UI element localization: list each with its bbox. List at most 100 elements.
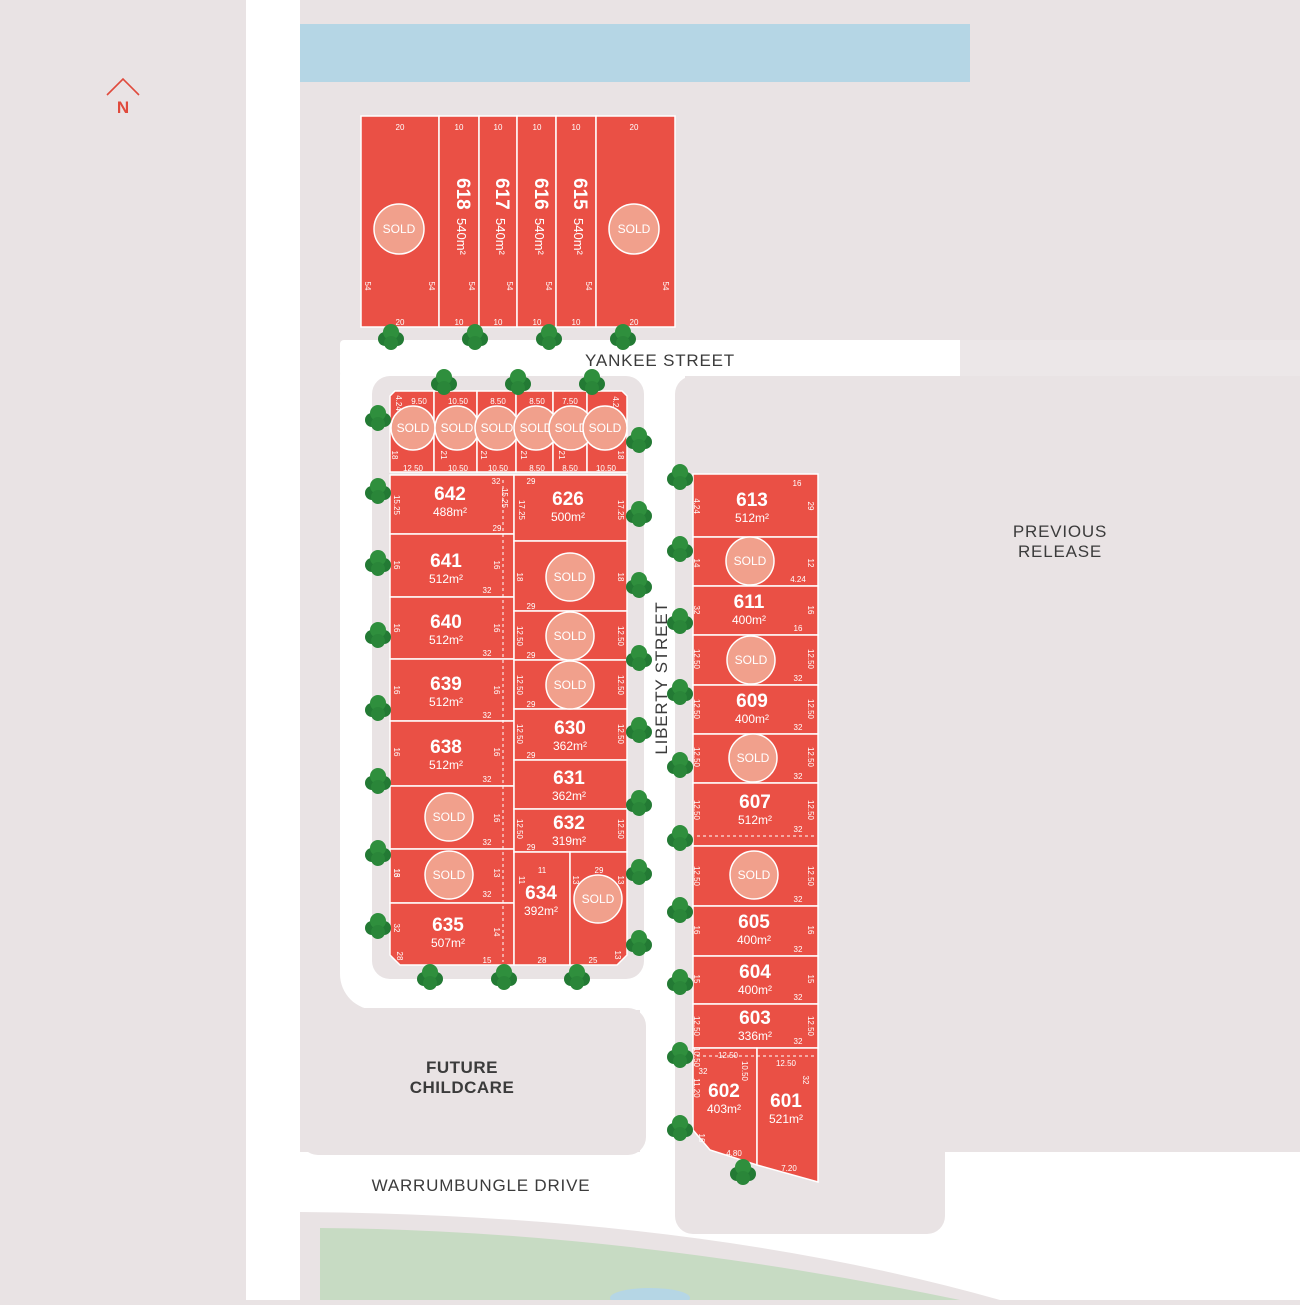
dimension-label: 15 [806, 975, 815, 984]
dimension-label: 16 [806, 606, 815, 615]
dimension-label: 32 [483, 838, 492, 847]
lot-parcel[interactable] [438, 115, 480, 328]
dimension-label: 29 [527, 843, 536, 852]
dimension-label: 32 [492, 477, 501, 486]
sold-label: SOLD [738, 868, 771, 882]
lot-number: 630 [554, 718, 586, 739]
sold-badge: SOLD [545, 660, 595, 710]
lot-area: 336m² [738, 1029, 772, 1043]
dimension-label: 32 [483, 890, 492, 899]
tree-icon [626, 572, 652, 598]
sold-badge: SOLD [390, 405, 436, 451]
dimension-label: 32 [794, 825, 803, 834]
lot-parcel[interactable] [516, 115, 557, 328]
lot-parcel[interactable] [513, 759, 628, 810]
lot-parcel[interactable] [756, 1047, 819, 1183]
lot-number: 639 [430, 674, 462, 695]
map-fade [960, 340, 1300, 376]
lot-area: 403m² [707, 1102, 741, 1116]
dimension-label: 16 [492, 814, 501, 823]
dimension-label: 16 [492, 624, 501, 633]
yankee-street-label: YANKEE STREET [585, 351, 735, 370]
tree-icon [365, 840, 391, 866]
lot-parcel[interactable] [389, 474, 515, 535]
lot-parcel[interactable] [692, 905, 819, 957]
lot-parcel[interactable] [692, 585, 819, 636]
dimension-label: 54 [467, 282, 476, 291]
lot-number: 605 [738, 912, 770, 933]
lot-parcel[interactable] [389, 658, 515, 722]
dimension-label: 12.50 [515, 724, 524, 745]
sold-label: SOLD [554, 678, 587, 692]
dimension-label: 32 [794, 674, 803, 683]
sold-badge: SOLD [725, 536, 775, 586]
dimension-label: 12.50 [692, 699, 701, 720]
dimension-label: 10 [572, 318, 581, 327]
tree-icon [667, 825, 693, 851]
tree-icon [505, 369, 531, 395]
lot-parcel[interactable] [692, 684, 819, 735]
sold-badge: SOLD [424, 792, 474, 842]
lot-parcel[interactable] [692, 782, 819, 847]
lot-parcel[interactable] [692, 1003, 819, 1049]
dimension-label: 17.25 [616, 500, 625, 521]
dimension-label: 9.50 [411, 397, 427, 406]
lot-area: 488m² [433, 505, 467, 519]
dimension-label: 20 [630, 123, 639, 132]
dimension-label: 21 [479, 451, 488, 460]
sold-badge: SOLD [513, 405, 559, 451]
lot-parcel[interactable] [389, 533, 515, 598]
tree-icon [365, 695, 391, 721]
lot-area: 540m² [532, 218, 547, 256]
lot-parcel[interactable] [692, 955, 819, 1005]
dimension-label: 10 [455, 123, 464, 132]
lot-area: 512m² [429, 758, 463, 772]
tree-icon [667, 969, 693, 995]
dimension-label: 16 [492, 748, 501, 757]
dimension-label: 16 [392, 748, 401, 757]
lot-parcel[interactable] [513, 708, 628, 761]
lot-parcel[interactable] [389, 596, 515, 660]
lot-parcel[interactable] [513, 851, 571, 966]
sold-label: SOLD [397, 421, 430, 435]
dimension-label: 54 [661, 282, 670, 291]
dimension-label: 12.50 [692, 1016, 701, 1037]
dimension-label: 8.50 [529, 397, 545, 406]
lot-number: 601 [770, 1091, 802, 1112]
lot-area: 400m² [737, 933, 771, 947]
dimension-label: 12.50 [692, 800, 701, 821]
tree-icon [365, 405, 391, 431]
dimension-label: 29 [527, 602, 536, 611]
lot-parcel[interactable] [389, 720, 515, 787]
lot-parcel[interactable] [692, 1047, 758, 1167]
dimension-label: 4.24 [611, 396, 620, 412]
lot-parcel[interactable] [555, 115, 597, 328]
north-arrow-icon [106, 77, 140, 96]
lot-parcel[interactable] [389, 902, 515, 966]
lot-area: 500m² [551, 510, 585, 524]
tree-icon [667, 536, 693, 562]
lot-number: 626 [552, 489, 584, 510]
dimension-label: 8.50 [490, 397, 506, 406]
tree-icon [626, 930, 652, 956]
lot-parcel[interactable] [478, 115, 518, 328]
lot-area: 540m² [571, 218, 586, 256]
dimension-label: 16 [692, 926, 701, 935]
dimension-label: 18 [616, 573, 625, 582]
lot-parcel[interactable] [513, 808, 628, 853]
tree-icon [667, 1115, 693, 1141]
tree-icon [579, 369, 605, 395]
lot-area: 540m² [454, 218, 469, 256]
tree-icon [365, 550, 391, 576]
tree-icon [667, 897, 693, 923]
dimension-label: 12.50 [515, 675, 524, 696]
tree-icon [626, 717, 652, 743]
